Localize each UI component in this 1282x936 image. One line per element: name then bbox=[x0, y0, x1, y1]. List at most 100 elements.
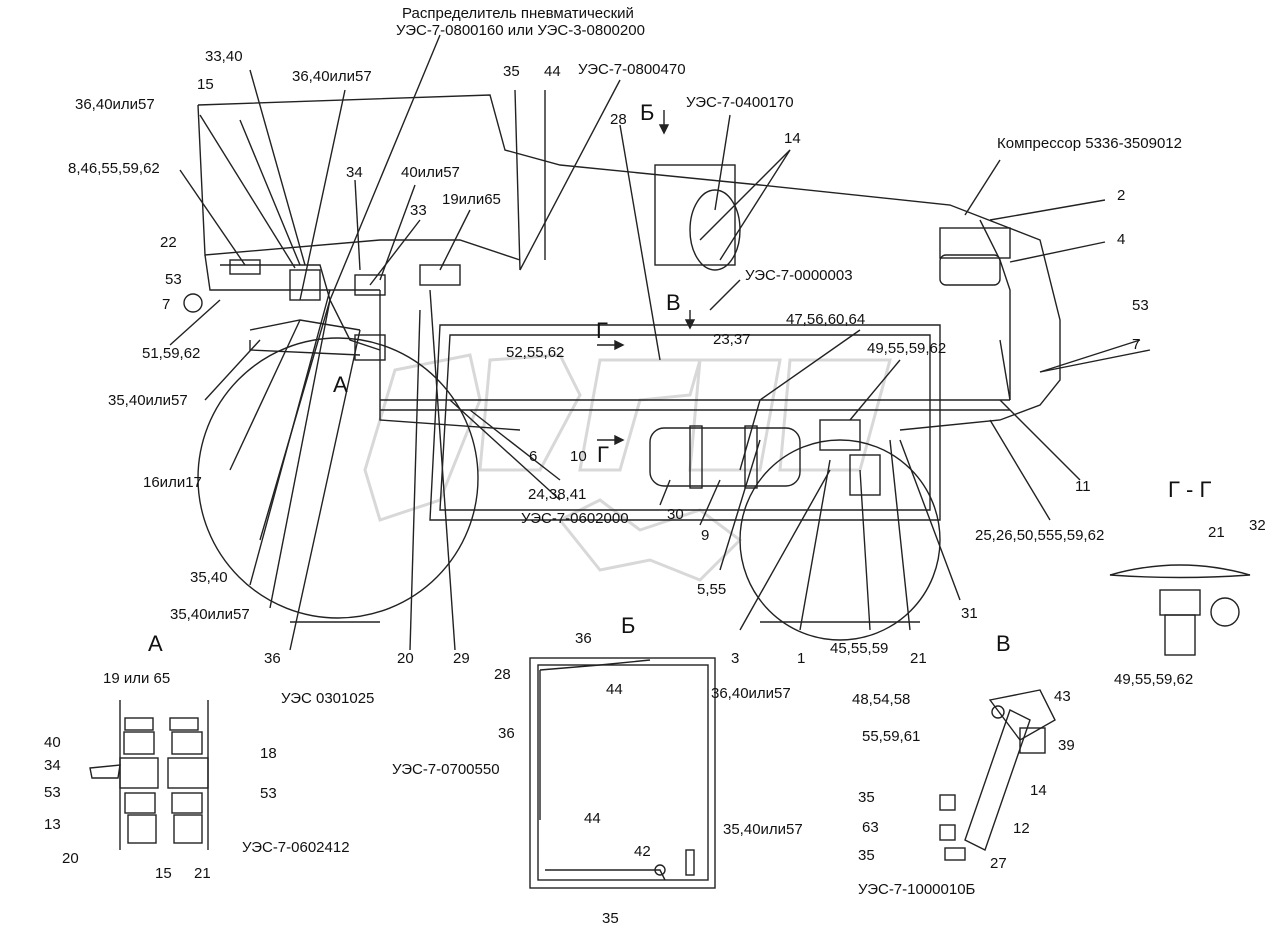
watermark-logo bbox=[363, 353, 892, 582]
view-b-title: Б bbox=[621, 613, 636, 638]
vb-35-bottom: 35 bbox=[602, 910, 619, 927]
label-20: 20 bbox=[397, 650, 414, 667]
label-52-55-62: 52,55,62 bbox=[506, 344, 565, 361]
label-40-57: 40или57 bbox=[401, 164, 460, 181]
label-view-b-mark: Б bbox=[640, 100, 655, 125]
label-14: 14 bbox=[784, 130, 801, 147]
vv-12: 12 bbox=[1013, 820, 1030, 837]
label-33-40: 33,40 bbox=[205, 48, 243, 65]
vb-42: 42 bbox=[634, 843, 651, 860]
label-36-40-57-b: 36,40или57 bbox=[75, 96, 155, 113]
label-19-65: 19или65 bbox=[442, 191, 501, 208]
vv-35-top: 35 bbox=[858, 789, 875, 806]
vv-43: 43 bbox=[1054, 688, 1071, 705]
label-36: 36 bbox=[264, 650, 281, 667]
label-53-right: 53 bbox=[1132, 297, 1149, 314]
view-a-drawing bbox=[89, 700, 209, 850]
vb-36-left: 36 bbox=[498, 725, 515, 742]
vv-27: 27 bbox=[990, 855, 1007, 872]
view-b-drawing bbox=[529, 657, 716, 889]
label-uec-0602000: УЭС-7-0602000 bbox=[521, 510, 629, 527]
vb-44-bottom: 44 bbox=[584, 810, 601, 827]
label-31: 31 bbox=[961, 605, 978, 622]
label-21: 21 bbox=[910, 650, 927, 667]
label-10: 10 bbox=[570, 448, 587, 465]
label-22: 22 bbox=[160, 234, 177, 251]
va-20: 20 bbox=[62, 850, 79, 867]
view-g-title: Г - Г bbox=[1168, 477, 1212, 502]
label-47-56: 47,56,60,64 bbox=[786, 311, 866, 328]
label-uec-0301025: УЭС 0301025 bbox=[281, 690, 375, 707]
va-21: 21 bbox=[194, 865, 211, 882]
label-44-top: 44 bbox=[544, 63, 561, 80]
va-uec-0602412: УЭС-7-0602412 bbox=[242, 839, 350, 856]
label-2: 2 bbox=[1117, 187, 1126, 204]
vv-39: 39 bbox=[1058, 737, 1075, 754]
view-v-title: В bbox=[996, 631, 1011, 656]
label-53-left: 53 bbox=[165, 271, 182, 288]
va-19-65: 19 или 65 bbox=[103, 670, 171, 687]
label-35-top: 35 bbox=[503, 63, 520, 80]
vg-21: 21 bbox=[1208, 524, 1225, 541]
label-uec-0000003: УЭС-7-0000003 bbox=[745, 267, 853, 284]
label-view-v-mark: В bbox=[666, 290, 681, 315]
va-34: 34 bbox=[44, 757, 61, 774]
title-line-1: Распределитель пневматический bbox=[402, 5, 634, 22]
label-23-37: 23,37 bbox=[713, 331, 751, 348]
label-g-mark-bottom: Г bbox=[597, 442, 609, 467]
label-33: 33 bbox=[410, 202, 427, 219]
label-7-right: 7 bbox=[1132, 336, 1141, 353]
label-g-mark-top: Г bbox=[596, 318, 608, 343]
vv-63: 63 bbox=[862, 819, 879, 836]
label-24-38-41: 24,38,41 bbox=[528, 486, 587, 503]
label-6: 6 bbox=[529, 448, 538, 465]
vv-35-bottom: 35 bbox=[858, 847, 875, 864]
label-15: 15 bbox=[197, 76, 214, 93]
label-28: 28 bbox=[610, 111, 627, 128]
vb-44-top: 44 bbox=[606, 681, 623, 698]
vg-32: 32 bbox=[1249, 517, 1266, 534]
va-13: 13 bbox=[44, 816, 61, 833]
label-4: 4 bbox=[1117, 231, 1126, 248]
vb-uec-0700550: УЭС-7-0700550 bbox=[392, 761, 500, 778]
label-7-left: 7 bbox=[162, 296, 171, 313]
vv-uec-1000010b: УЭС-7-1000010Б bbox=[858, 881, 976, 898]
vb-35-40-57: 35,40или57 bbox=[723, 821, 803, 838]
label-45-55-59: 45,55,59 bbox=[830, 640, 889, 657]
va-15: 15 bbox=[155, 865, 172, 882]
label-uec-0800470: УЭС-7-0800470 bbox=[578, 61, 686, 78]
view-v-drawing bbox=[939, 689, 1056, 861]
view-a-title: А bbox=[148, 631, 163, 656]
label-1: 1 bbox=[797, 650, 806, 667]
label-36-40-57-a: 36,40или57 bbox=[292, 68, 372, 85]
label-30: 30 bbox=[667, 506, 684, 523]
view-g-drawing bbox=[1109, 564, 1251, 656]
va-53-right: 53 bbox=[260, 785, 277, 802]
vv-55-59-61: 55,59,61 bbox=[862, 728, 921, 745]
label-35-40-57-a: 35,40или57 bbox=[108, 392, 188, 409]
label-compressor: Компрессор 5336-3509012 bbox=[997, 135, 1182, 152]
label-35-40: 35,40 bbox=[190, 569, 228, 586]
vv-14: 14 bbox=[1030, 782, 1047, 799]
label-16-17: 16или17 bbox=[143, 474, 202, 491]
label-29: 29 bbox=[453, 650, 470, 667]
label-11: 11 bbox=[1075, 478, 1091, 495]
label-5-55: 5,55 bbox=[697, 581, 727, 598]
label-34: 34 bbox=[346, 164, 363, 181]
label-35-40-57-b: 35,40или57 bbox=[170, 606, 250, 623]
va-18: 18 bbox=[260, 745, 277, 762]
label-51-59-62: 51,59,62 bbox=[142, 345, 201, 362]
label-uec-0400170: УЭС-7-0400170 bbox=[686, 94, 794, 111]
label-view-a-mark: А bbox=[333, 372, 348, 397]
vb-36-top: 36 bbox=[575, 630, 592, 647]
title-line-2: УЭС-7-0800160 или УЭС-3-0800200 bbox=[396, 22, 645, 39]
vb-36-40-57-top: 36,40или57 bbox=[711, 685, 791, 702]
label-3: 3 bbox=[731, 650, 740, 667]
label-25-26: 25,26,50,555,59,62 bbox=[975, 527, 1105, 544]
label-49-55-59-62: 49,55,59,62 bbox=[867, 340, 947, 357]
label-8-46: 8,46,55,59,62 bbox=[68, 160, 160, 177]
vg-49-55-59-62: 49,55,59,62 bbox=[1114, 671, 1194, 688]
vv-48-54-58: 48,54,58 bbox=[852, 691, 911, 708]
